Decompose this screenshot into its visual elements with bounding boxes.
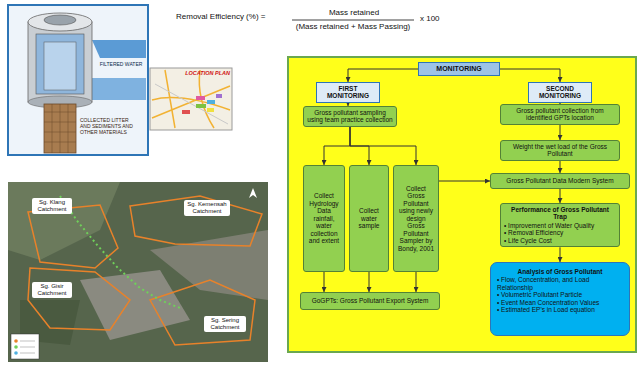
map-title: LOCATION PLAN	[172, 70, 230, 76]
flow-arrow	[560, 189, 561, 203]
catchment-label: Sg. Klang Catchment	[32, 198, 72, 214]
catchment-label: Sg. Sering Catchment	[204, 316, 246, 332]
box-text: • Life Cycle Cost	[504, 237, 616, 244]
flow-arrow	[369, 272, 370, 292]
flow-arrow	[439, 181, 490, 182]
process-box: Collect Gross Pollutant using newly desi…	[393, 165, 439, 272]
box-text: Collect Hydrology Data rainfall, water c…	[307, 192, 341, 244]
process-box: Gross pollutant collection from identifi…	[500, 104, 620, 125]
formula-text: (Mass retained + Mass Passing)	[290, 22, 416, 31]
flow-arrow	[560, 247, 561, 262]
box-text: Performance of Gross Pollutant Trap	[504, 206, 616, 221]
flow-arrow	[350, 127, 416, 165]
flow-arrow	[560, 125, 561, 140]
process-box: Gross Pollutant Data Modern System	[490, 173, 630, 189]
formula-text: Mass retained	[318, 8, 390, 17]
phase-box: SECOND MONITORING	[528, 82, 592, 103]
process-box: GoGPTs: Gross Pollutant Export System	[300, 292, 440, 310]
box-text: • Event Mean Concentration Values	[497, 299, 623, 306]
box-text: Gross pollutant collection from identifi…	[504, 107, 616, 122]
process-box: Performance of Gross Pollutant Trap• Imp…	[500, 203, 620, 247]
flow-arrow	[324, 127, 350, 165]
box-text: • Estimated EP's in Load equation	[497, 306, 623, 313]
box-text: Gross Pollutant Data Modern System	[494, 177, 626, 184]
flow-arrow	[324, 272, 325, 292]
box-text: Collect Gross Pollutant using newly desi…	[397, 185, 435, 252]
box-text: MONITORING	[422, 65, 496, 73]
box-text: GoGPTs: Gross Pollutant Export System	[304, 297, 436, 304]
analysis-box: Analysis of Gross Pollutant• Flow, Conce…	[490, 262, 630, 336]
box-text: FIRST MONITORING	[320, 85, 376, 100]
formula-text: Removal Efficiency (%) =	[176, 12, 294, 21]
catchment-label: Sg. Kemensah Catchment	[184, 200, 230, 216]
box-text: • Volumetric Pollutant Particle	[497, 291, 623, 298]
flow-arrow	[500, 69, 560, 82]
flow-arrow	[348, 69, 418, 82]
process-box: Weight the wet load of the Gross Polluta…	[500, 140, 620, 161]
box-text: • Flow, Concentration, and Load Relation…	[497, 276, 623, 291]
part-label: COLLECTED LITTER AND SEDIMENTS AND OTHER…	[80, 118, 134, 135]
process-box: Collect Hydrology Data rainfall, water c…	[303, 165, 345, 272]
process-box: Gross pollutant sampling using team prac…	[303, 106, 397, 127]
box-text: Weight the wet load of the Gross Polluta…	[504, 143, 616, 158]
box-text: Collect water sample	[353, 207, 385, 229]
box-text: • Improvement of Water Quality	[504, 222, 616, 229]
box-text: SECOND MONITORING	[532, 85, 588, 100]
box-text: • Removal Efficiency	[504, 229, 616, 236]
box-text: Gross pollutant sampling using team prac…	[307, 109, 393, 124]
flow-arrow	[560, 161, 561, 173]
flow-arrow	[416, 272, 417, 292]
part-label: FILTERED WATER	[98, 62, 144, 68]
catchment-label: Sg. Gisir Catchment	[32, 282, 72, 298]
formula-text: x 100	[420, 14, 450, 23]
process-box: Collect water sample	[349, 165, 389, 272]
box-text: Analysis of Gross Pollutant	[497, 268, 623, 275]
header-box: MONITORING	[418, 62, 500, 76]
phase-box: FIRST MONITORING	[316, 82, 380, 103]
